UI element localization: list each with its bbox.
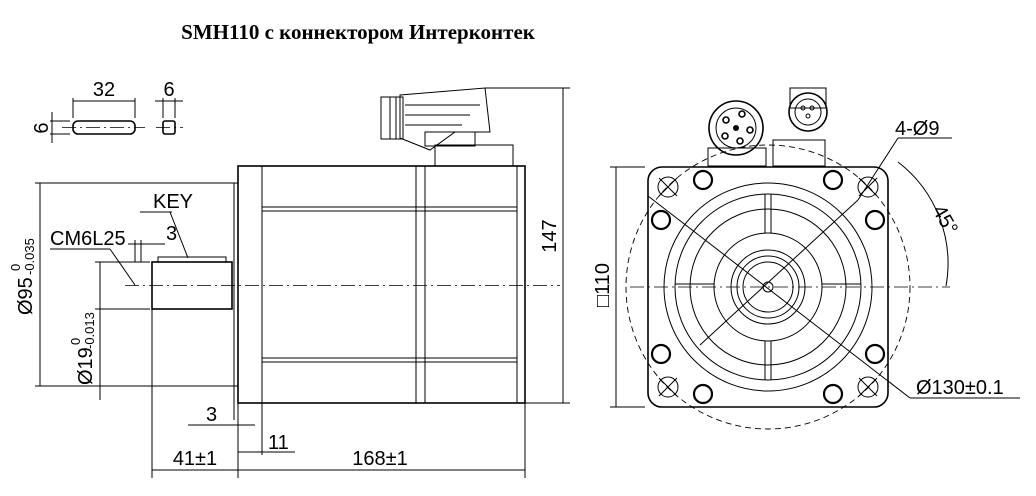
total-height-label: 147 <box>539 219 561 252</box>
angle-label: 45° <box>928 202 962 239</box>
bolt-circle-label: Ø130±0.1 <box>916 377 1004 399</box>
thread-label: CM6L25 <box>50 228 126 250</box>
key-label: KEY <box>153 191 193 213</box>
shaft-diameter-label: Ø19 <box>75 347 97 385</box>
bolts <box>650 169 886 405</box>
square-size-label: □110 <box>592 263 614 307</box>
pilot-length-label: 11 <box>268 432 289 454</box>
encoder-connector <box>772 87 828 167</box>
power-connector <box>707 100 767 167</box>
mount-holes-label: 4-Ø9 <box>895 118 939 140</box>
shaft-length-label: 41±1 <box>173 448 217 470</box>
key-height-label: 6 <box>31 122 53 133</box>
flange-thickness-label: 3 <box>206 404 217 426</box>
mount-holes <box>657 176 879 398</box>
flange-diameter-label: Ø95 <box>15 277 37 315</box>
flange-tol-upper: 0 <box>8 264 23 271</box>
flange-tol-lower: -0.035 <box>22 238 37 275</box>
key-top-view: 32 6 <box>31 79 145 143</box>
key-length-label: 32 <box>93 79 115 101</box>
key-end-view: 6 <box>155 79 183 135</box>
motor-front-view: □110 45° 4-Ø9 Ø130±0.1 <box>592 87 1020 430</box>
drawing-title: SMH110 с коннектором Интерконтек <box>181 20 536 44</box>
key-offset-label: 3 <box>166 223 177 245</box>
key-width-label: 6 <box>163 79 174 101</box>
shaft-tol-lower: -0.013 <box>82 312 97 349</box>
shaft-tol-upper: 0 <box>68 338 83 345</box>
motor-side-view: 147 Ø95 0 -0.035 Ø19 0 -0.013 CM6L25 KEY… <box>8 87 570 478</box>
body-length-label: 168±1 <box>352 448 407 470</box>
